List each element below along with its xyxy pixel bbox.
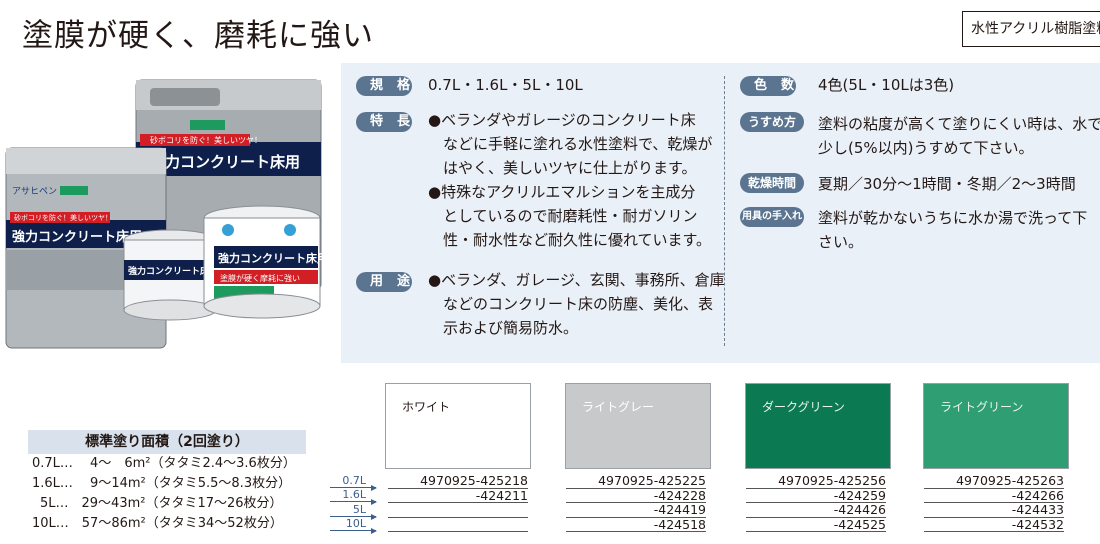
- size-label-07: 0.7L: [330, 474, 377, 491]
- cleanup-line: 塗料が乾かないうちに水か湯で洗って下: [818, 209, 1088, 227]
- medium-can-label: 強力コンクリート床用: [12, 229, 142, 245]
- code-cell: [388, 518, 528, 532]
- swatch-light-gray-label: ライトグレー: [582, 400, 655, 414]
- code-cell: [388, 503, 528, 518]
- size-label-16: 1.6L: [330, 488, 377, 505]
- spec-tag-cleanup: 用具の手入れ: [740, 207, 804, 227]
- thinning-line: 少し(5%以内)うすめて下さい。: [818, 139, 1034, 157]
- small-can-1: 強力コンクリート床用: [123, 229, 218, 321]
- coverage-row: 5L… 29～43m²（タタミ17～26枚分）: [40, 496, 283, 511]
- swatch-dark-green: ダークグリーン: [745, 383, 891, 469]
- codes-dark-green: 4970925-425256 -424259 -424426 -424525: [746, 474, 886, 532]
- spec-cleanup-text: 塗料が乾かないうちに水か湯で洗って下 さい。: [818, 206, 1087, 254]
- size-label-10: 10L: [330, 517, 377, 534]
- swatch-white: ホワイト: [385, 383, 531, 469]
- spec-divider: [724, 76, 725, 346]
- small-can-2-label: 強力コンクリート床用: [218, 251, 328, 265]
- spec-tag-drying: 乾燥時間: [740, 173, 804, 193]
- page-title: 塗膜が硬く、磨耗に強い: [22, 18, 374, 54]
- coverage-row: 0.7L… 4～ 6m²（タタミ2.4～3.6枚分）: [32, 456, 296, 471]
- codes-white: 4970925-425218 -424211: [388, 474, 528, 532]
- usage-line: ●ベランダ、ガレージ、玄関、事務所、倉庫: [428, 271, 725, 289]
- size-label-5: 5L: [330, 503, 377, 520]
- spec-tag-usage: 用途: [356, 272, 412, 292]
- code-cell: -424266: [924, 488, 1064, 503]
- code-cell: -424525: [746, 517, 886, 532]
- category-box: 水性アクリル樹脂塗料: [962, 11, 1100, 47]
- code-cell: 4970925-425256: [746, 474, 886, 489]
- spec-tag-colors: 色数: [740, 76, 796, 96]
- spec-tag-features: 特長: [356, 112, 412, 132]
- spec-usage-text: ●ベランダ、ガレージ、玄関、事務所、倉庫 などのコンクリート床の防塵、美化、表 …: [428, 268, 725, 340]
- swatch-white-label: ホワイト: [402, 400, 451, 414]
- coverage-row: 10L… 57～86m²（タタミ34～52枚分）: [32, 516, 283, 531]
- swatch-light-green-label: ライトグリーン: [940, 400, 1024, 414]
- features-line: ●ベランダやガレージのコンクリート床: [428, 111, 696, 129]
- medium-can-tagline: 砂ボコリを防ぐ！美しいツヤ！: [14, 213, 112, 222]
- thinning-line: 塗料の粘度が高くて塗りにくい時は、水で: [818, 115, 1100, 133]
- features-line: はやく、美しいツヤに仕上がります。: [428, 159, 697, 177]
- code-cell: -424532: [924, 517, 1064, 532]
- spec-drying-text: 夏期／30分～1時間・冬期／2～3時間: [818, 175, 1076, 193]
- large-can-label: 強力コンクリート床用: [150, 153, 300, 171]
- large-can-tagline: 砂ボコリを防ぐ！美しいツヤ！: [150, 135, 262, 145]
- code-cell: -424426: [746, 503, 886, 518]
- spec-panel: [341, 63, 1100, 363]
- features-line: ●特殊なアクリルエマルションを主成分: [428, 183, 696, 201]
- code-cell: 4970925-425225: [566, 474, 706, 489]
- code-cell: -424433: [924, 503, 1064, 518]
- swatch-light-green: ライトグリーン: [923, 383, 1069, 469]
- code-cell: 4970925-425218: [388, 474, 528, 489]
- codes-light-green: 4970925-425263 -424266 -424433 -424532: [924, 474, 1064, 532]
- code-cell: -424259: [746, 488, 886, 503]
- code-cell: -424419: [566, 503, 706, 518]
- spec-tag-size: 規格: [356, 76, 412, 96]
- codes-light-gray: 4970925-425225 -424228 -424419 -424518: [566, 474, 706, 532]
- swatch-light-gray: ライトグレー: [565, 383, 711, 469]
- features-line: 性・耐水性など耐久性に優れています。: [428, 231, 712, 249]
- product-photo: 砂ボコリを防ぐ！美しいツヤ！ 強力コンクリート床用 アサヒペン 砂ボコリを防ぐ！…: [0, 70, 340, 360]
- spec-tag-thinning: うすめ方: [740, 112, 804, 132]
- code-cell: -424228: [566, 488, 706, 503]
- small-can-1-label: 強力コンクリート床用: [128, 265, 218, 277]
- swatch-dark-green-label: ダークグリーン: [762, 400, 845, 414]
- coverage-row: 1.6L… 9～14m²（タタミ5.5～8.3枚分）: [32, 476, 292, 491]
- spec-features-text: ●ベランダやガレージのコンクリート床 などに手軽に塗れる水性塗料で、乾燥が はや…: [428, 108, 712, 252]
- spec-colors-text: 4色(5L・10Lは3色): [818, 76, 955, 94]
- usage-line: 示および簡易防水。: [428, 319, 579, 337]
- cleanup-line: さい。: [818, 233, 864, 251]
- spec-thinning-text: 塗料の粘度が高くて塗りにくい時は、水で 少し(5%以内)うすめて下さい。: [818, 112, 1100, 160]
- small-can-2: 強力コンクリート床用 塗膜が硬く摩耗に強い: [203, 205, 328, 319]
- usage-line: などのコンクリート床の防塵、美化、表: [428, 295, 714, 313]
- spec-size-text: 0.7L・1.6L・5L・10L: [428, 76, 583, 94]
- small-can-2-tagline: 塗膜が硬く摩耗に強い: [220, 273, 300, 283]
- code-cell: -424518: [566, 517, 706, 532]
- brand-mark: アサヒペン: [12, 186, 57, 197]
- coverage-header: 標準塗り面積（2回塗り）: [28, 430, 306, 454]
- coverage-table: 標準塗り面積（2回塗り） 0.7L… 4～ 6m²（タタミ2.4～3.6枚分） …: [28, 430, 306, 534]
- code-cell: 4970925-425263: [924, 474, 1064, 489]
- code-cell: -424211: [388, 488, 528, 503]
- features-line: などに手軽に塗れる水性塗料で、乾燥が: [428, 135, 713, 153]
- features-line: としているので耐磨耗性・耐ガソリン: [428, 207, 698, 225]
